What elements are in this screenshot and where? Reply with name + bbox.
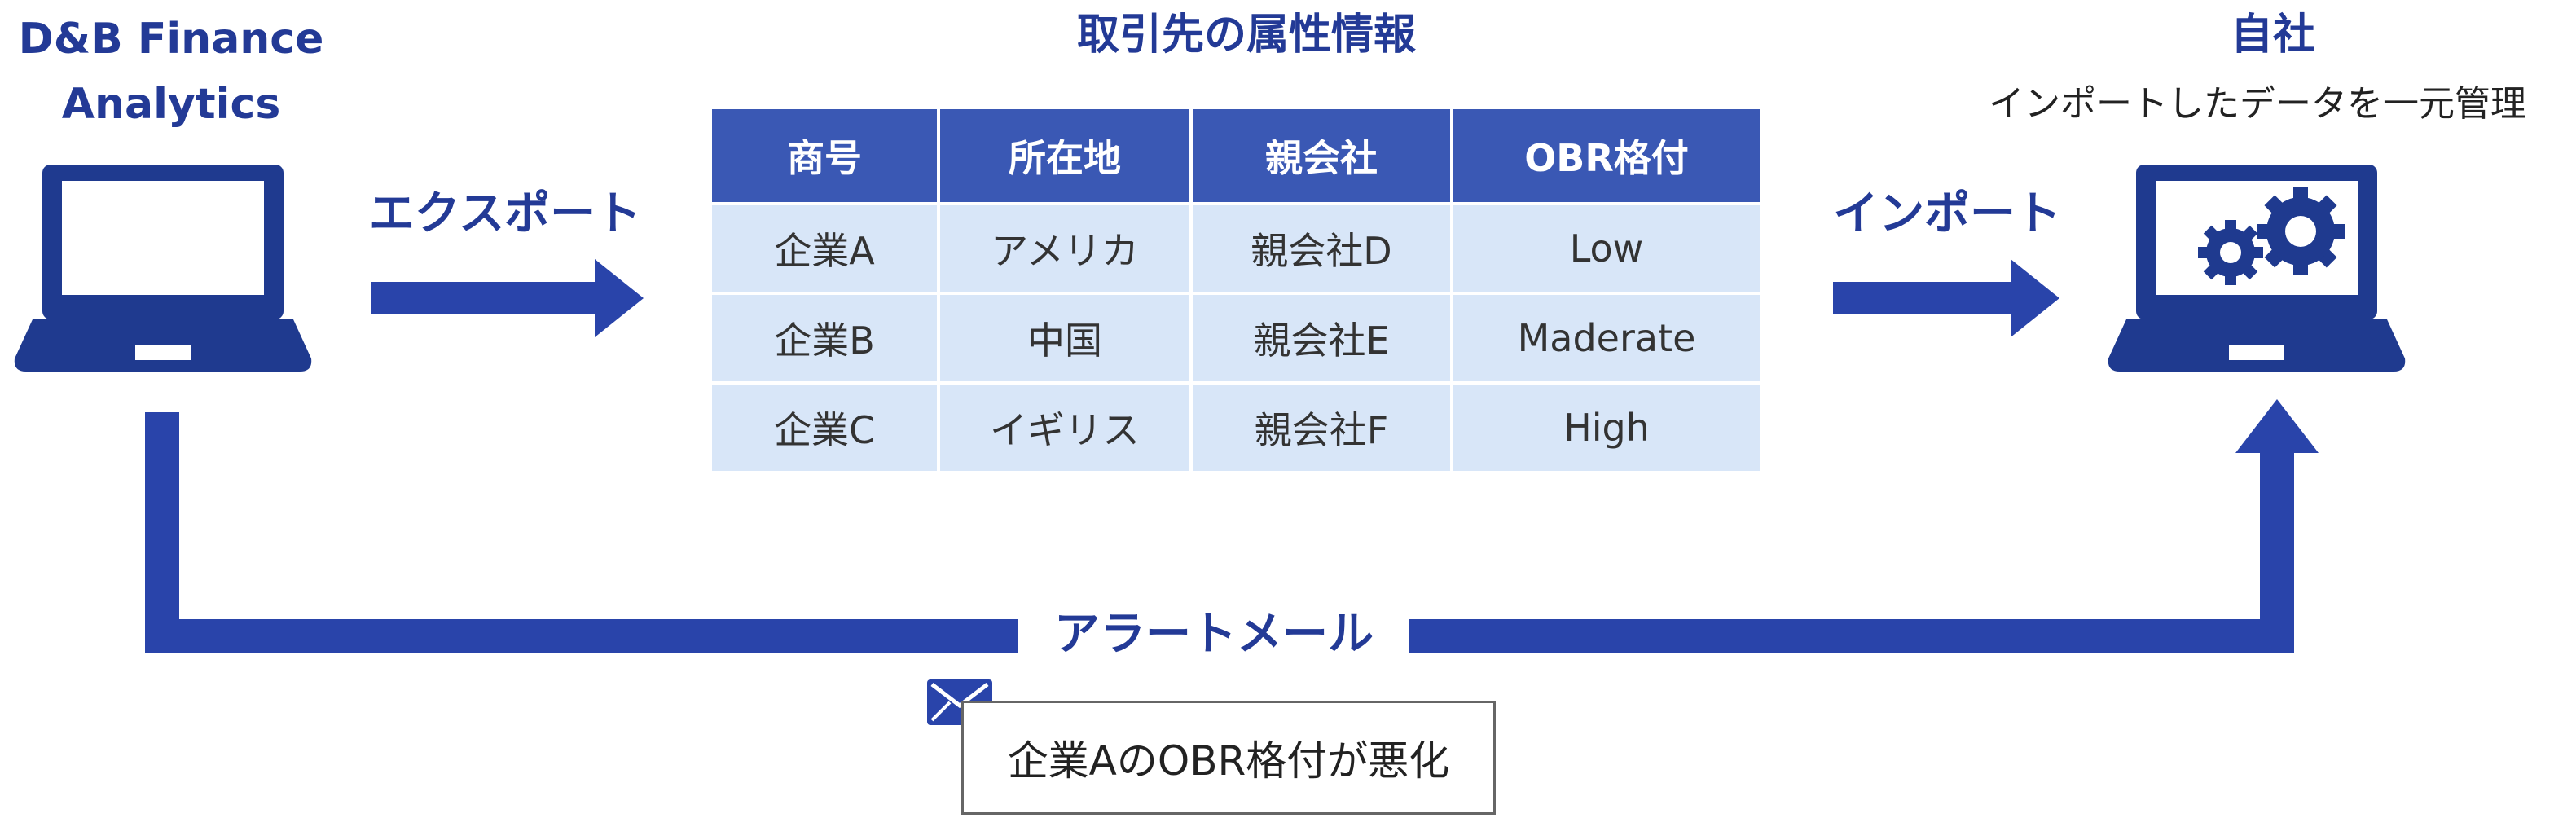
table-cell: 親会社F <box>1189 381 1453 474</box>
export-arrow <box>371 259 644 337</box>
header-trade-name: 商号 <box>709 106 940 205</box>
table-cell: イギリス <box>937 381 1193 474</box>
gear-large-icon <box>2257 187 2345 275</box>
mail-message-box: 企業AのOBR格付が悪化 <box>961 701 1496 815</box>
table-cell: 企業C <box>709 381 940 474</box>
table-row: 企業B 中国 親会社E Maderate <box>709 292 1763 385</box>
table-row: 企業A アメリカ 親会社D Low <box>709 202 1763 295</box>
mail-message-text: 企業AのOBR格付が悪化 <box>1007 737 1450 785</box>
export-label: エクスポート <box>368 187 642 240</box>
header-parent-company: 親会社 <box>1189 106 1453 205</box>
table-cell: High <box>1450 381 1763 474</box>
gear-small-icon <box>2198 220 2263 285</box>
left-title-line1: D&B Finance <box>18 15 324 64</box>
table-cell: Maderate <box>1450 292 1763 385</box>
table-cell: Low <box>1450 202 1763 295</box>
attribute-table: 商号 所在地 親会社 OBR格付 企業A アメリカ 親会社D Low 企業B 中… <box>709 106 1763 474</box>
table-cell: 企業B <box>709 292 940 385</box>
table-header-row: 商号 所在地 親会社 OBR格付 <box>709 106 1763 205</box>
table-cell: 中国 <box>937 292 1193 385</box>
left-title-line2: Analytics <box>61 80 281 129</box>
header-location: 所在地 <box>937 106 1193 205</box>
table-cell: アメリカ <box>937 202 1193 295</box>
table-cell: 親会社D <box>1189 202 1453 295</box>
table-cell: 親会社E <box>1189 292 1453 385</box>
header-obr-rating: OBR格付 <box>1450 106 1763 205</box>
alert-mail-label: アラートメール <box>1018 606 1409 663</box>
table-cell: 企業A <box>709 202 940 295</box>
right-node-title: 自社 <box>2230 11 2315 59</box>
import-arrow <box>1833 259 2059 337</box>
table-title: 取引先の属性情報 <box>1076 11 1416 59</box>
laptop-icon <box>14 165 312 372</box>
left-node-title: D&B Finance Analytics <box>0 7 342 137</box>
import-label: インポート <box>1833 187 2061 240</box>
table-row: 企業C イギリス 親会社F High <box>709 381 1763 474</box>
right-node-subtitle: インポートしたデータを一元管理 <box>1989 83 2526 125</box>
laptop-gears-icon <box>2108 165 2406 372</box>
